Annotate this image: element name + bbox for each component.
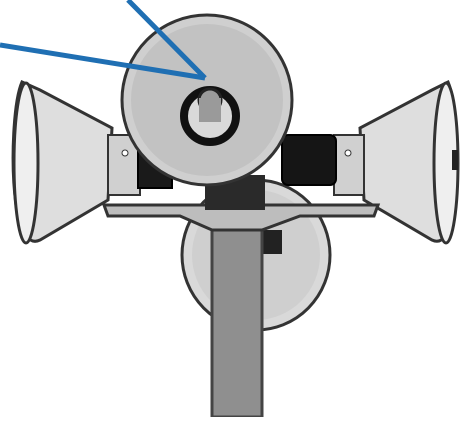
mounting-pole-front xyxy=(212,205,262,417)
top-horn xyxy=(122,15,292,185)
